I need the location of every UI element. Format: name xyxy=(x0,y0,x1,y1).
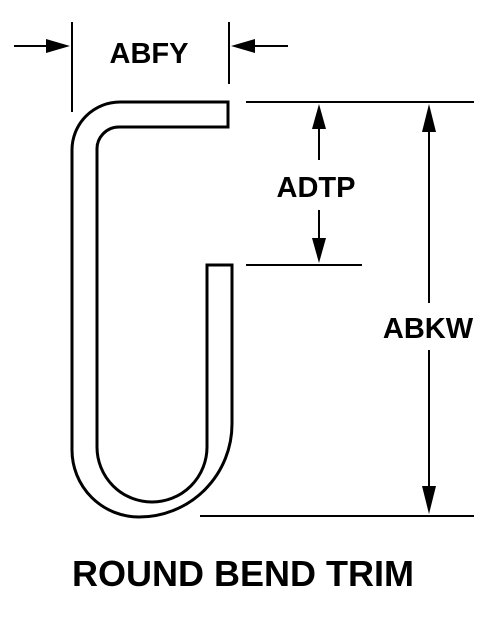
gap-arrow-down xyxy=(312,238,326,263)
width-label: ABFY xyxy=(110,38,189,70)
gap-arrow-up xyxy=(312,104,326,129)
height-arrow-up xyxy=(422,104,436,132)
width-arrow-right xyxy=(231,39,255,53)
height-dimension: ABKW xyxy=(200,104,474,517)
gap-dimension: ADTP xyxy=(246,101,474,266)
gap-label: ADTP xyxy=(277,172,356,204)
height-label: ABKW xyxy=(383,313,474,345)
trim-outline xyxy=(70,100,234,519)
trim-profile xyxy=(70,100,234,519)
diagram-caption: ROUND BEND TRIM xyxy=(72,553,414,594)
width-dimension: ABFY xyxy=(14,22,288,112)
height-arrow-down xyxy=(422,486,436,514)
width-arrow-left xyxy=(46,39,70,53)
